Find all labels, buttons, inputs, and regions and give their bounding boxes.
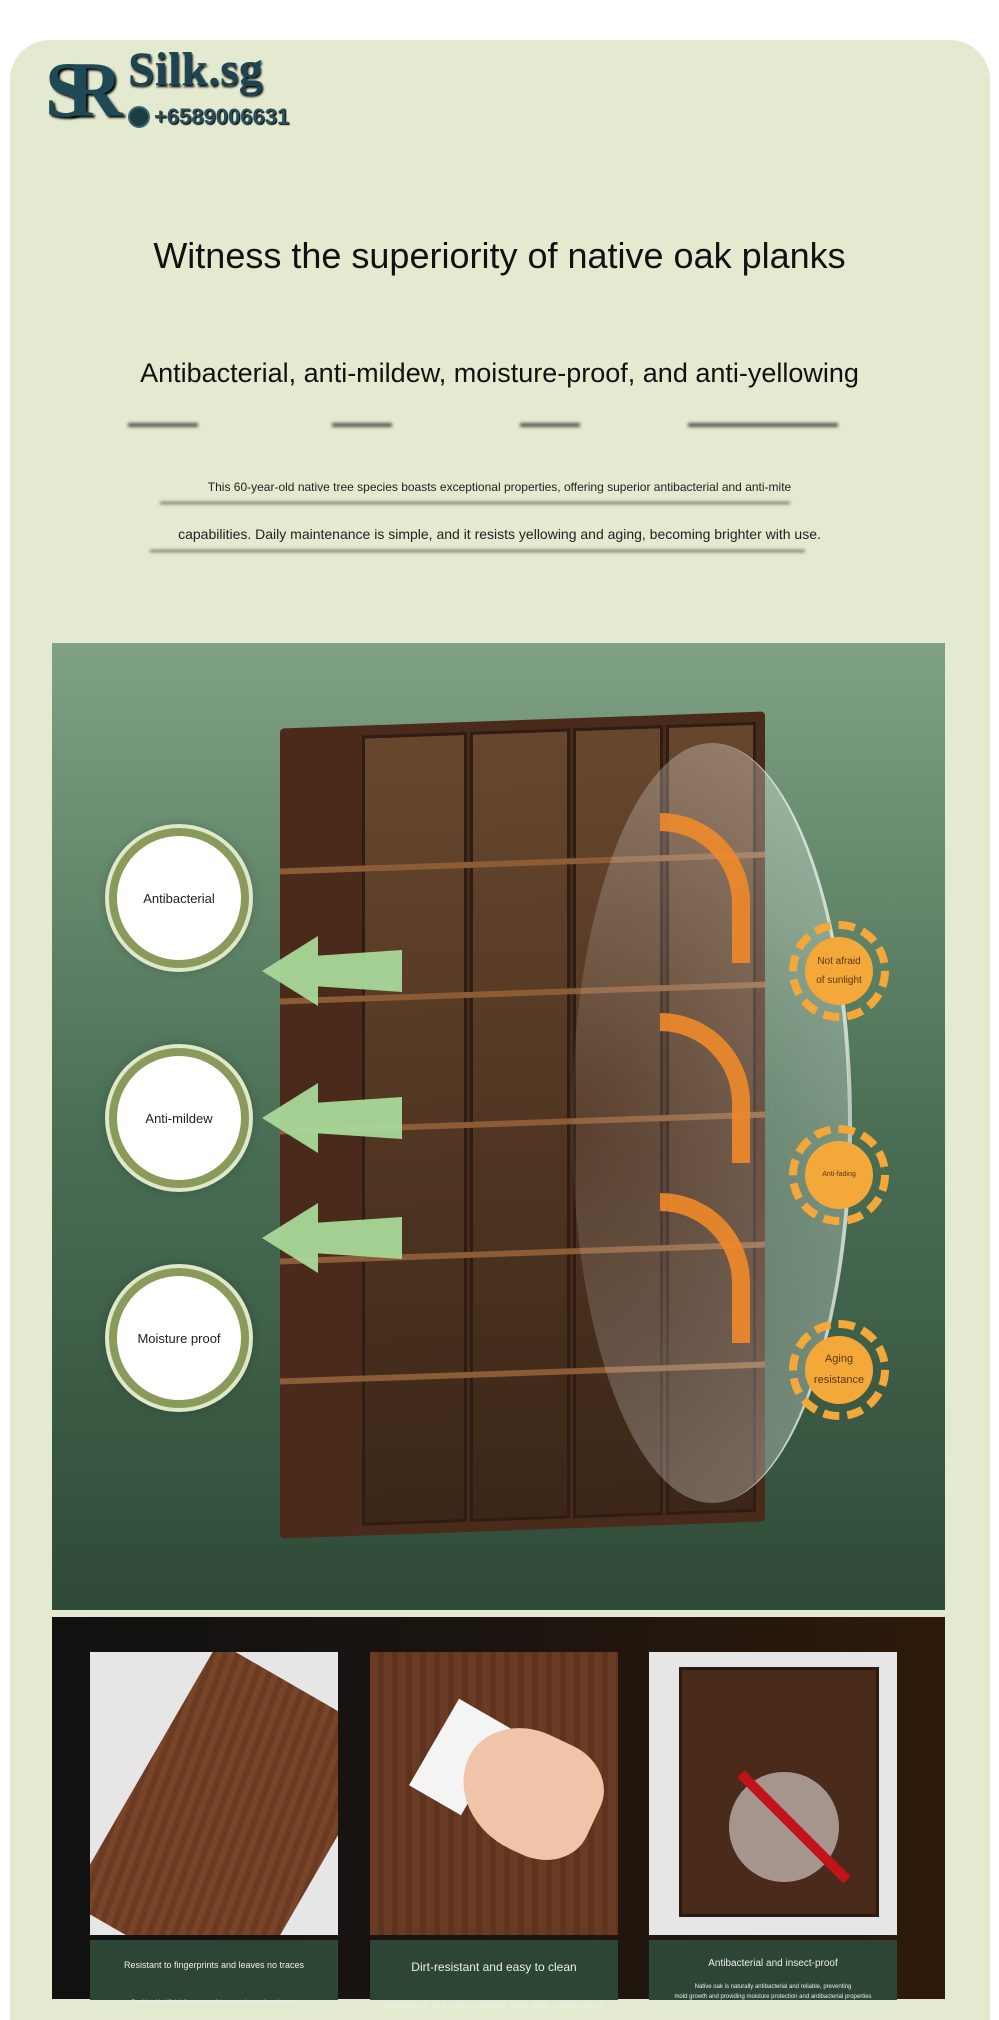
page-title: Witness the superiority of native oak pl… [153,235,846,276]
whatsapp-icon [128,106,150,128]
feature-image-fingerprint [90,1652,338,1935]
sun-badge-anti-fading: Anti-fading [789,1125,889,1225]
feature-caption: Resistant to fingerprints and leaves no … [90,1940,338,2006]
divider [150,550,805,552]
sun-icon [789,1125,889,1225]
divider [520,423,580,427]
feature-desc: Native oak is naturally antibacterial an… [694,1984,852,1990]
logo-monogram: SR [45,46,123,133]
logo-brand: Silk.sg [128,43,263,96]
divider [332,423,392,427]
sun-icon [789,921,889,1021]
feature-image-antibacterial [649,1652,897,1935]
badge-anti-mildew: Anti-mildew [109,1048,249,1188]
logo[interactable]: SR Silk.sg +6589006631 [45,40,305,145]
description-line: capabilities. Daily maintenance is simpl… [178,526,821,542]
hero-image: Antibacterial Anti-mildew Moisture proof… [52,643,945,1610]
features-panel: Resistant to fingerprints and leaves no … [52,1617,945,2010]
sun-icon [789,1320,889,1420]
feature-desc: mold growth and providing moisture prote… [674,1994,872,2000]
phone-number: +6589006631 [154,104,290,129]
divider [688,423,838,427]
feature-title: Dirt-resistant and easy to clean [411,1960,577,1974]
feature-desc: Double-sided finish for wear resistance … [131,2000,297,2006]
badge-antibacterial: Antibacterial [109,828,249,968]
feature-title: Antibacterial and insect-proof [708,1958,838,1969]
feature-desc: Waterproof and stain-resistant, easy dai… [384,2000,604,2010]
feature-title: Resistant to fingerprints and leaves no … [123,1960,305,1970]
badge-moisture-proof: Moisture proof [109,1268,249,1408]
description-line: This 60-year-old native tree species boa… [207,480,792,494]
feature-image-clean [370,1652,619,1935]
page-subtitle: Antibacterial, anti-mildew, moisture-pro… [140,358,859,388]
divider [160,502,790,504]
phone-contact[interactable]: +6589006631 [128,104,289,130]
divider [128,423,198,427]
